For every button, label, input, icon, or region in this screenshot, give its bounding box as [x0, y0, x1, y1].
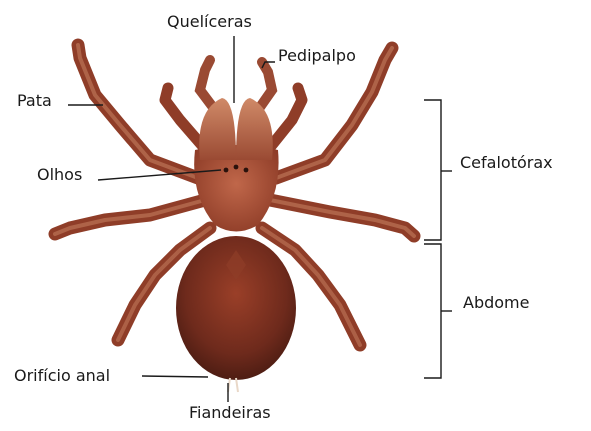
label-orificio-anal: Orifício anal: [14, 368, 110, 384]
label-olhos: Olhos: [37, 167, 82, 183]
label-fiandeiras: Fiandeiras: [189, 405, 271, 421]
label-abdome: Abdome: [463, 295, 529, 311]
label-cefalotorax: Cefalotórax: [460, 155, 553, 171]
bracket-abdome: [424, 244, 441, 378]
spinnerets: [228, 378, 238, 392]
leg-right-4: [268, 88, 302, 150]
label-pata: Pata: [17, 93, 52, 109]
label-pedipalpo: Pedipalpo: [278, 48, 356, 64]
bracket-cefalotorax: [424, 100, 441, 240]
label-quelíceras: Quelíceras: [167, 14, 252, 30]
abdomen: [176, 236, 296, 380]
pedipalps: [200, 60, 272, 110]
leader-orificio: [142, 376, 208, 377]
